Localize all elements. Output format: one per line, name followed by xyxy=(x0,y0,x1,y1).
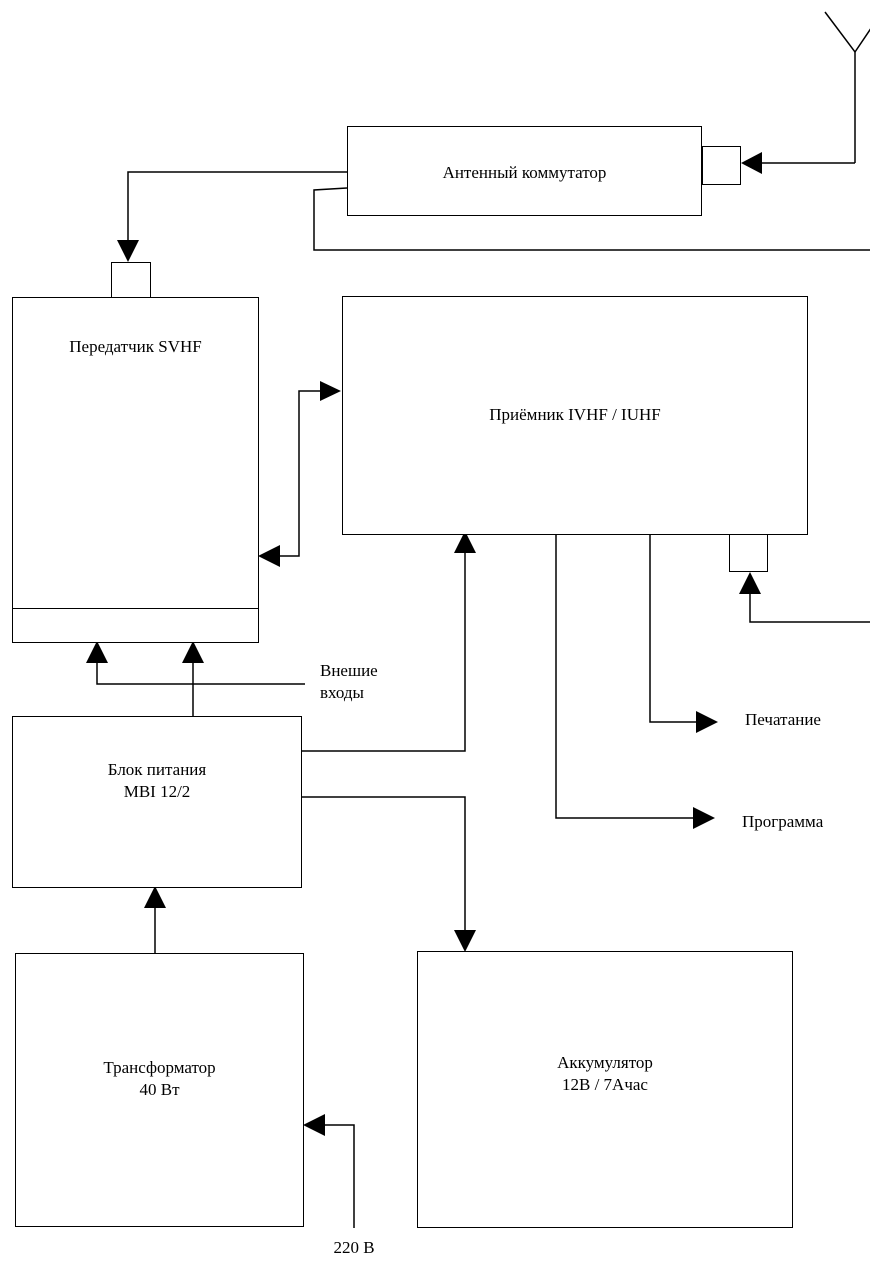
power-to-battery-line xyxy=(301,796,466,932)
antenna-icon xyxy=(824,11,870,54)
battery-block xyxy=(417,951,793,1228)
arrow-head xyxy=(696,711,718,733)
program-output-line xyxy=(555,534,693,819)
switch-to-transmitter-line xyxy=(127,171,347,240)
receiver-block xyxy=(342,296,808,535)
arrow-head xyxy=(739,572,761,594)
arrow-head xyxy=(454,930,476,952)
power-supply-label: Блок питания MBI 12/2 xyxy=(107,760,207,801)
arrow-head xyxy=(117,240,139,262)
receiver-label: Приёмник IVHF / IUHF xyxy=(489,405,661,424)
transformer-label: Трансформатор 40 Вт xyxy=(103,1058,216,1099)
receiver-antenna-return-line xyxy=(749,590,870,623)
arrow-head xyxy=(454,531,476,553)
external-inputs-label: Внешие входы xyxy=(320,661,378,702)
arrow-head xyxy=(258,545,280,567)
transmitter-port xyxy=(111,262,151,299)
printing-label: Печатание xyxy=(745,710,821,729)
power-to-receiver-line xyxy=(301,551,466,752)
transmitter-block xyxy=(12,297,259,643)
transmitter-receiver-link xyxy=(278,390,326,557)
arrow-head xyxy=(320,381,341,401)
mains-input-line xyxy=(325,1124,355,1228)
switch-to-receiver-line xyxy=(313,187,870,251)
antenna-switch-label: Антенный коммутатор xyxy=(442,163,607,182)
arrow-head xyxy=(693,807,715,829)
arrow-head xyxy=(303,1114,325,1136)
arrow-head xyxy=(182,641,204,663)
external-inputs-line xyxy=(96,662,305,685)
arrow-head xyxy=(741,152,762,174)
printing-output-line xyxy=(649,534,696,723)
mains-label: 220 В xyxy=(333,1238,375,1257)
arrow-head xyxy=(144,886,166,908)
power-supply-block xyxy=(12,716,302,888)
antenna-switch-port xyxy=(702,146,741,185)
transmitter-label: Передатчик SVHF xyxy=(69,337,202,356)
arrow-head xyxy=(86,641,108,663)
transformer-block xyxy=(15,953,304,1227)
receiver-port xyxy=(729,534,768,572)
transmitter-bottom-section xyxy=(12,608,259,643)
battery-label: Аккумулятор 12В / 7Ачас xyxy=(557,1053,653,1094)
antenna-switch-block xyxy=(347,126,702,216)
program-label: Программа xyxy=(742,812,824,831)
